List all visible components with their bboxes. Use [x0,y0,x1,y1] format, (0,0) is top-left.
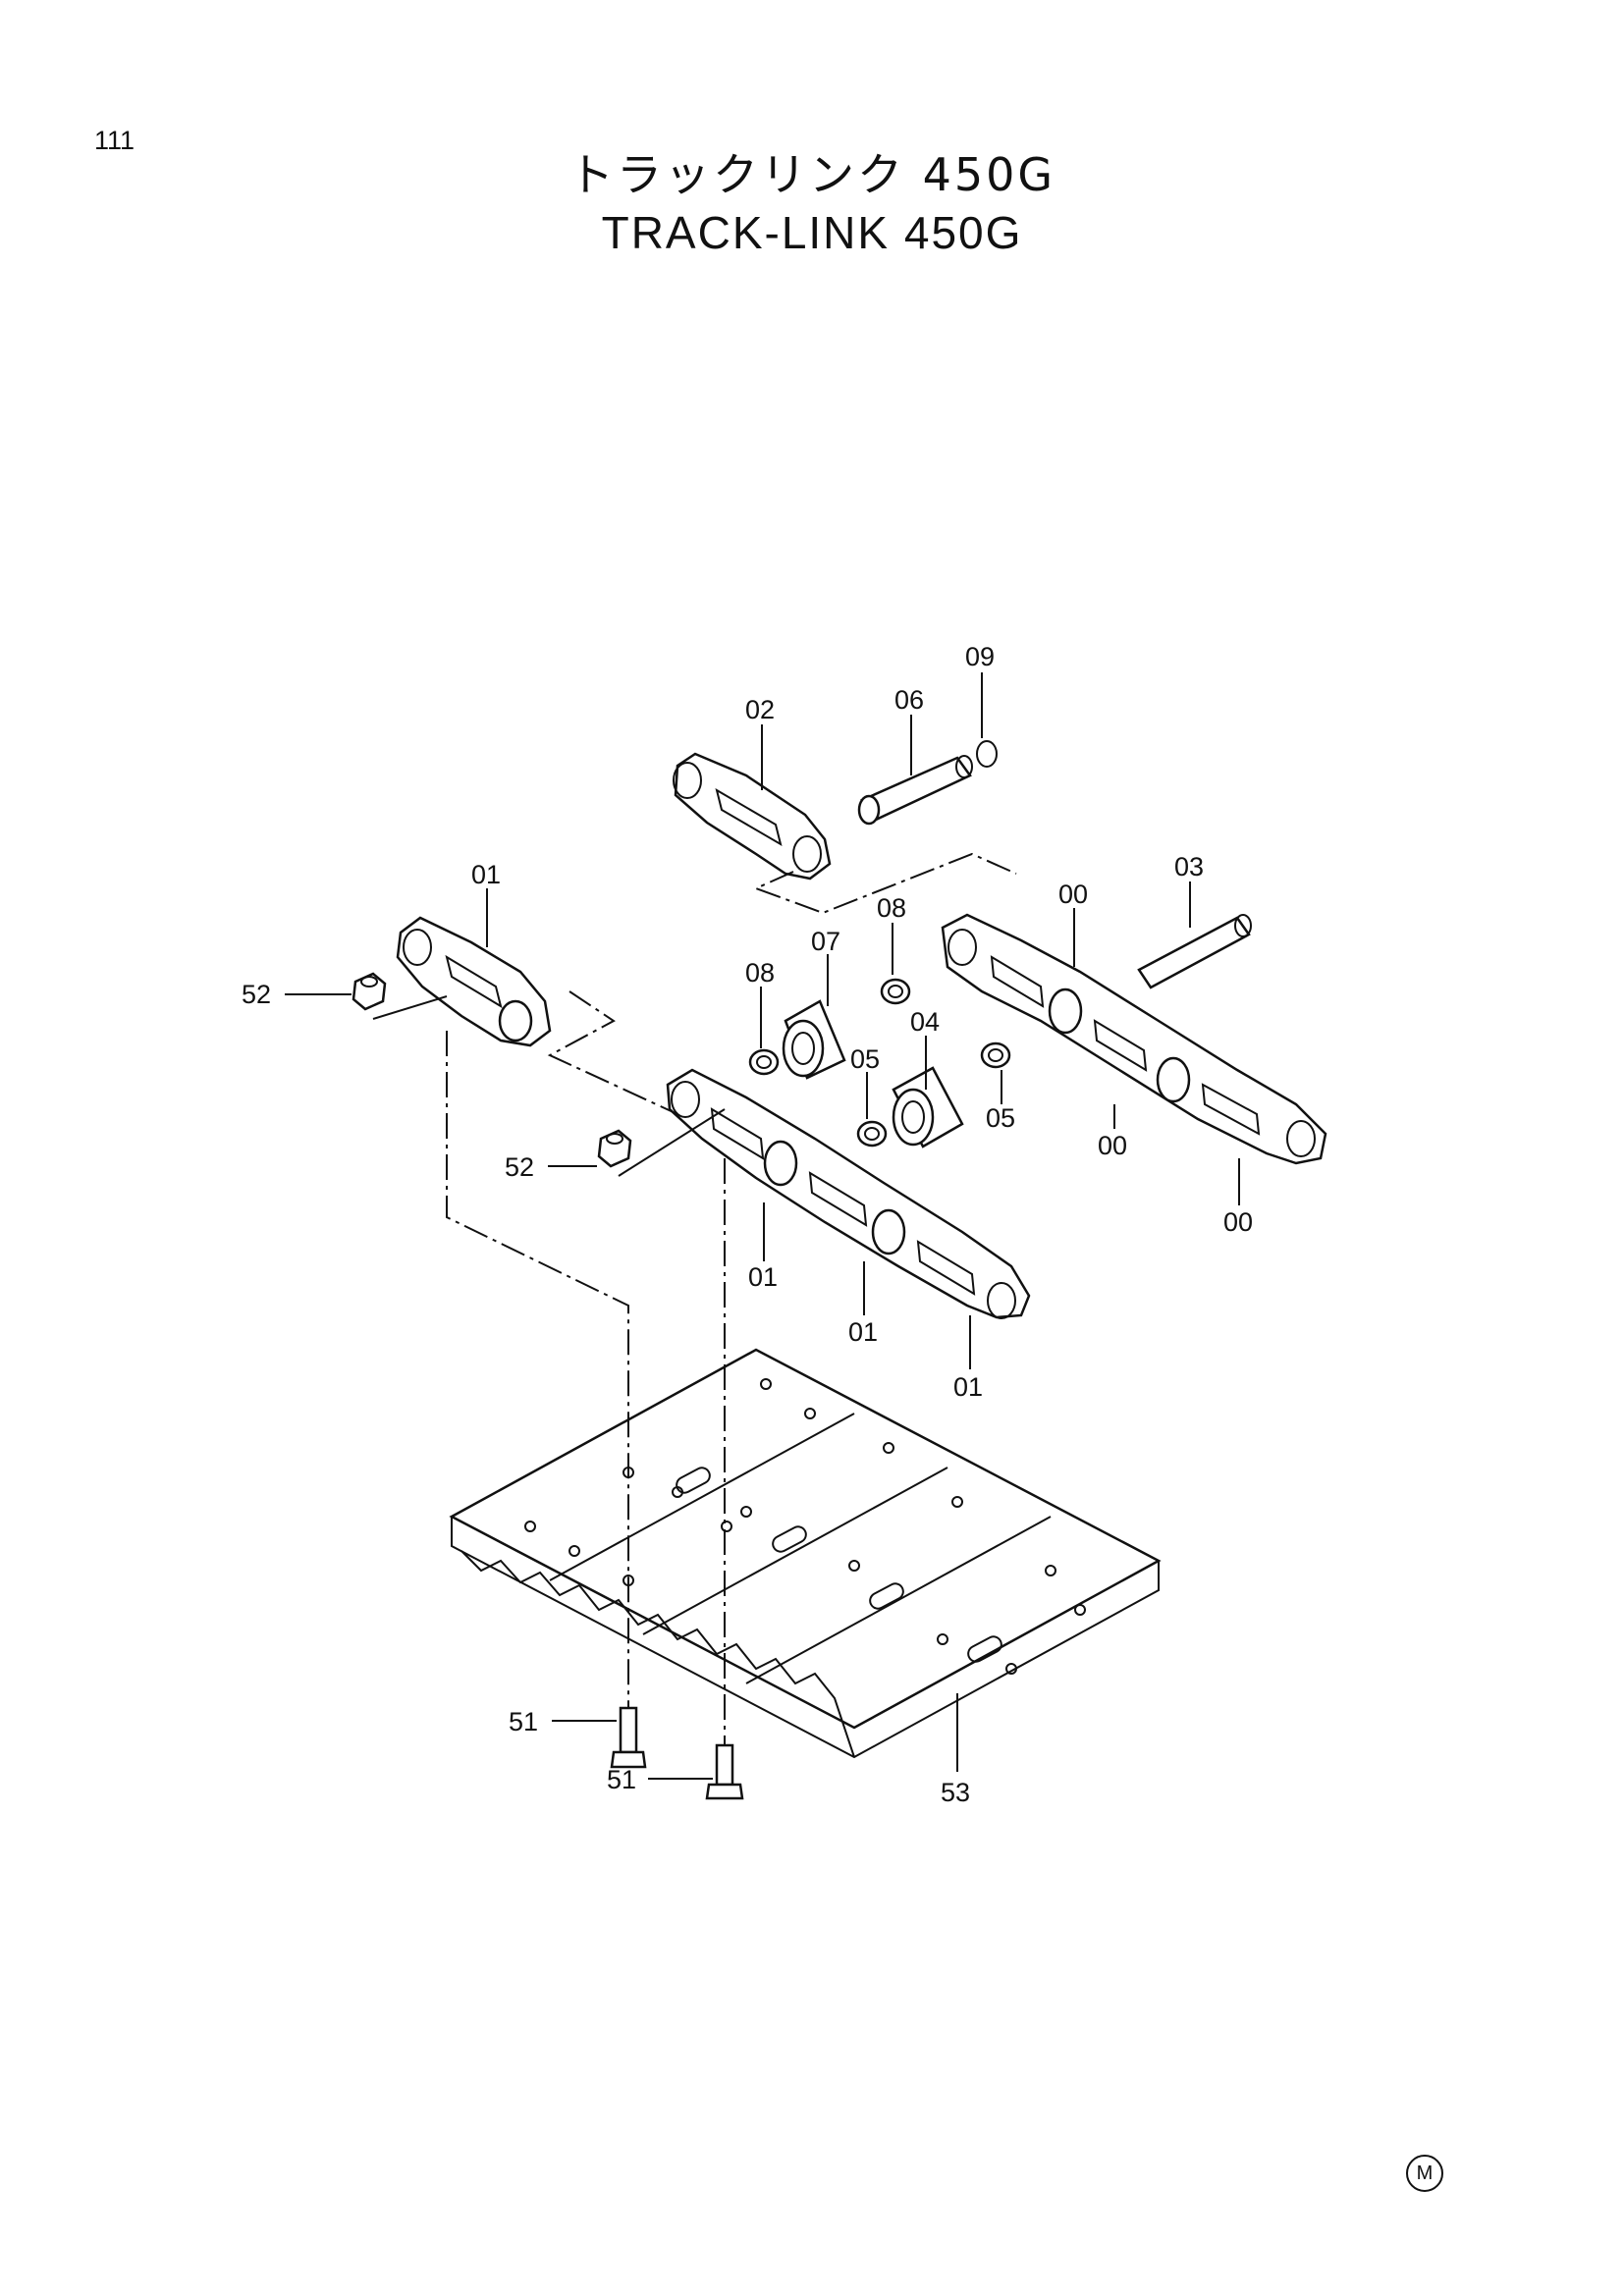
seal-08-left [748,1048,780,1076]
pin-06 [857,755,973,826]
track-link-chain-00 [941,913,1327,1165]
callout-01-c: 01 [953,1372,983,1402]
seal-05-right [980,1041,1011,1069]
seal-08-right [880,978,911,1005]
callout-01-top: 01 [471,860,501,889]
callout-51-right: 51 [607,1765,636,1794]
page-title-japanese: トラックリンク 450G [568,148,1056,201]
track-link-02 [673,752,832,881]
callout-52-mid: 52 [505,1152,534,1182]
nut-52-lower [597,1129,632,1168]
callout-00-mid: 00 [1098,1131,1127,1160]
callout-05-left: 05 [850,1044,880,1074]
callout-08-right: 08 [877,893,906,923]
bushing-07 [782,999,846,1080]
callout-05-right: 05 [986,1103,1015,1133]
track-link-chain-01 [666,1068,1031,1319]
shoe-bolt-holes [524,1378,1086,1675]
circled-m-mark: M [1406,2155,1443,2192]
callout-07: 07 [811,927,840,956]
nut-52-upper [352,972,387,1011]
callout-52-top: 52 [242,980,271,1009]
callout-02: 02 [745,695,775,724]
page-title-english: TRACK-LINK 450G [601,207,1023,258]
bolt-51-right [705,1743,744,1800]
callout-09: 09 [965,642,995,671]
page-number: 111 [94,126,135,155]
bolt-51-left [610,1706,647,1769]
callout-01-a: 01 [748,1262,778,1292]
leader-lines [285,672,1240,1780]
callout-53: 53 [941,1778,970,1807]
callout-labels: 09 02 06 01 03 00 08 07 08 52 04 05 05 0… [242,642,1253,1807]
callout-00-bottom: 00 [1223,1207,1253,1237]
callout-00-top: 00 [1058,880,1088,909]
callout-01-b: 01 [848,1317,878,1347]
bushing-04 [892,1066,964,1148]
pin-03 [1137,914,1252,989]
track-shoe-plates-53 [449,1348,1162,1759]
snap-ring-09 [976,740,998,768]
seal-05-left [856,1120,888,1148]
callout-08-left: 08 [745,958,775,988]
callout-04: 04 [910,1007,940,1037]
track-link-01-upper [396,916,552,1047]
callout-03: 03 [1174,852,1204,881]
callout-06: 06 [894,685,924,715]
callout-51-left: 51 [509,1707,538,1736]
